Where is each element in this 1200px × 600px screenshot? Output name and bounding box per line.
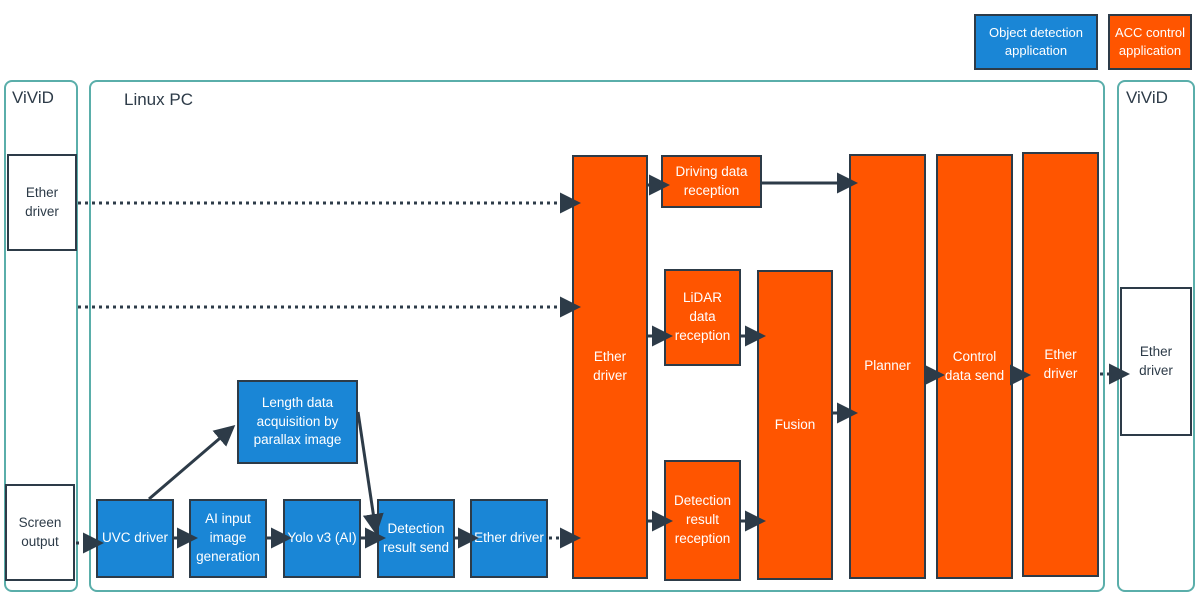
vivid-right-ether-driver-label: Ether driver <box>1139 343 1173 378</box>
lidar-box: LiDAR data reception <box>664 269 741 366</box>
vivid-screen-output-label: Screen output <box>18 514 62 549</box>
vivid-screen-output: Screen output <box>5 484 75 581</box>
vivid-left-title: ViViD <box>12 88 54 107</box>
legend-object-detection-label: Object detection application <box>989 24 1083 58</box>
fusion-label: Fusion <box>774 416 816 432</box>
od-ether-driver-box: Ether driver <box>470 499 548 578</box>
arrow-length-to-send <box>356 411 384 535</box>
planner-label: Planner <box>864 358 911 374</box>
lidar-label: LiDAR data reception <box>674 290 731 343</box>
driving-data-box: Driving data reception <box>661 155 762 208</box>
control-send-label: Control data send <box>944 348 1005 383</box>
driving-data-label: Driving data reception <box>675 163 748 198</box>
vivid-left-ether-driver-label: Ether driver <box>25 184 59 219</box>
acc-ether-driver-out-label: Ether driver <box>1043 346 1078 381</box>
vivid-right-title: ViViD <box>1126 88 1168 107</box>
legend-acc-control: ACC control application <box>1108 14 1192 70</box>
uvc-driver-label: UVC driver <box>101 530 168 546</box>
fusion-box: Fusion <box>757 270 833 580</box>
uvc-driver-box: UVC driver <box>96 499 174 578</box>
arrow-uvc-to-length <box>148 425 236 501</box>
legend-acc-control-label: ACC control application <box>1114 24 1186 58</box>
planner-box: Planner <box>849 154 926 579</box>
yolo-box: Yolo v3 (AI) <box>283 499 361 578</box>
linux-pc-title: Linux PC <box>124 90 193 109</box>
ai-input-label: AI input image generation <box>196 511 260 564</box>
vivid-right-frame <box>1117 80 1195 592</box>
detection-send-box: Detection result send <box>377 499 455 578</box>
length-data-box: Length data acquisition by parallax imag… <box>237 380 358 464</box>
legend-object-detection: Object detection application <box>974 14 1098 70</box>
vivid-left-frame <box>4 80 78 592</box>
ai-input-box: AI input image generation <box>189 499 267 578</box>
vivid-right-ether-driver: Ether driver <box>1120 287 1192 436</box>
detection-reception-box: Detection result reception <box>664 460 741 581</box>
detection-send-label: Detection result send <box>382 520 450 555</box>
acc-ether-driver-in-box: Ether driver <box>572 155 648 579</box>
linux-pc-frame <box>89 80 1105 592</box>
vivid-left-ether-driver: Ether driver <box>7 154 77 251</box>
acc-ether-driver-in-label: Ether driver <box>593 349 627 383</box>
length-data-label: Length data acquisition by parallax imag… <box>253 394 342 448</box>
od-ether-driver-label: Ether driver <box>474 530 544 546</box>
detection-reception-label: Detection result reception <box>673 493 732 546</box>
yolo-label: Yolo v3 (AI) <box>287 530 357 546</box>
